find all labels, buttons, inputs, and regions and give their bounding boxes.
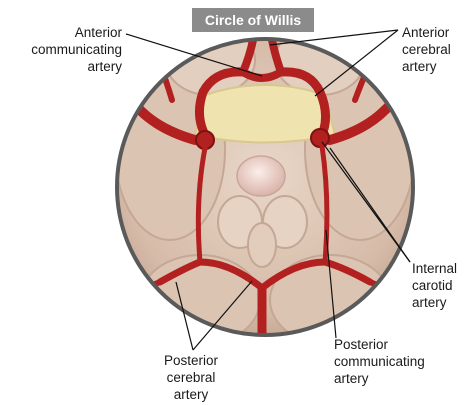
label-internal-carotid-artery: Internal carotid artery: [412, 260, 464, 311]
label-anterior-cerebral-artery: Anterior cerebral artery: [402, 24, 462, 75]
leader-anterior-cerebral-1: [270, 30, 398, 45]
pituitary-gland: [237, 156, 285, 196]
diagram-title: Circle of Willis: [192, 8, 314, 32]
label-posterior-cerebral-artery: Posterior cerebral artery: [146, 352, 236, 403]
label-posterior-communicating-artery: Posterior communicating artery: [334, 336, 444, 387]
label-anterior-communicating-artery: Anterior communicating artery: [4, 24, 122, 75]
internal-carotid-right: [311, 129, 329, 147]
